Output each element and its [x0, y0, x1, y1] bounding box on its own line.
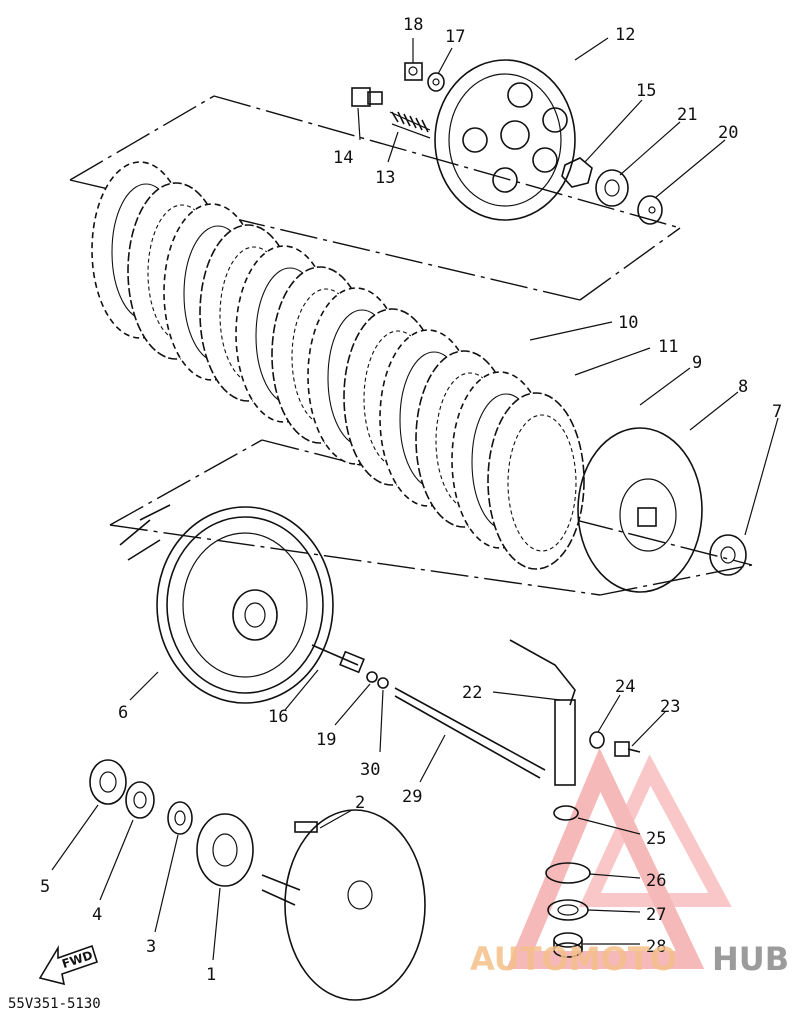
o-ring-19: [366, 671, 378, 683]
bolt-23: [614, 741, 641, 757]
callout-29: 29: [402, 787, 422, 807]
callout-27: 27: [646, 905, 666, 925]
callout-14: 14: [333, 148, 353, 168]
push-rod-16: [311, 644, 365, 674]
part-code-label: 55V351-5130: [8, 996, 101, 1012]
callout-18: 18: [403, 15, 423, 35]
oil-seal-27: [547, 899, 589, 921]
watermark-text-part1: AUTOMOTO: [470, 940, 677, 978]
washer-25: [553, 805, 579, 821]
washer-20: [637, 195, 663, 225]
callout-13: 13: [375, 168, 395, 188]
callout-2: 2: [355, 793, 365, 813]
circlip-26: [545, 862, 591, 884]
nut-15: [561, 157, 593, 188]
callout-1: 1: [206, 965, 216, 985]
primary-drive-gear-1: [196, 813, 254, 887]
nut-5: [89, 759, 127, 805]
callout-8: 8: [738, 377, 748, 397]
callout-4: 4: [92, 905, 102, 925]
callout-19: 19: [316, 730, 336, 750]
callout-25: 25: [646, 829, 666, 849]
nut-18: [404, 62, 423, 81]
watermark-text: AUTOMOTO HUB: [470, 940, 789, 978]
forward-arrow-icon: FWD: [38, 944, 98, 986]
lock-washer-7: [709, 534, 747, 576]
clutch-plate-inner: [507, 414, 577, 552]
watermark-text-part2: HUB: [712, 940, 789, 978]
pressure-plate: [434, 59, 576, 221]
callout-15: 15: [636, 81, 656, 101]
spring-13: [389, 111, 431, 139]
lock-washer-4: [125, 781, 155, 819]
callout-30: 30: [360, 760, 380, 780]
leader-lines: [51, 37, 779, 961]
callout-16: 16: [268, 707, 288, 727]
callout-24: 24: [615, 677, 635, 697]
callout-26: 26: [646, 871, 666, 891]
callout-11: 11: [658, 337, 678, 357]
callout-12: 12: [615, 25, 635, 45]
callout-23: 23: [660, 697, 680, 717]
callout-28: 28: [646, 937, 666, 957]
ball-30: [377, 677, 389, 689]
clutch-housing: [119, 504, 334, 704]
forward-label: FWD: [60, 948, 94, 971]
callout-7: 7: [772, 402, 782, 422]
crankshaft-shaft: [261, 809, 426, 1001]
clutch-plate: [487, 392, 585, 570]
bearing-28: [553, 932, 583, 958]
callout-5: 5: [40, 877, 50, 897]
washer-17: [427, 72, 445, 92]
callout-3: 3: [146, 937, 156, 957]
bearing-21: [595, 169, 629, 207]
callout-10: 10: [618, 313, 638, 333]
washer-24: [589, 731, 605, 749]
callout-21: 21: [677, 105, 697, 125]
callout-22: 22: [462, 683, 482, 703]
callout-9: 9: [692, 353, 702, 373]
bolt-14: [351, 87, 383, 107]
clutch-plate-stack: [91, 161, 585, 570]
push-rod-29: [394, 687, 546, 779]
key-2: [294, 821, 318, 833]
callout-6: 6: [118, 703, 128, 723]
push-lever-shaft: [509, 639, 576, 786]
watermark-logo: [506, 747, 732, 969]
clutch-boss: [577, 427, 703, 593]
callout-17: 17: [445, 27, 465, 47]
callout-20: 20: [718, 123, 738, 143]
callout-labels: 18 17 12 14 13 15 21 20 10 11 9 8 7 6 16…: [40, 15, 782, 985]
washer-3: [167, 801, 193, 835]
